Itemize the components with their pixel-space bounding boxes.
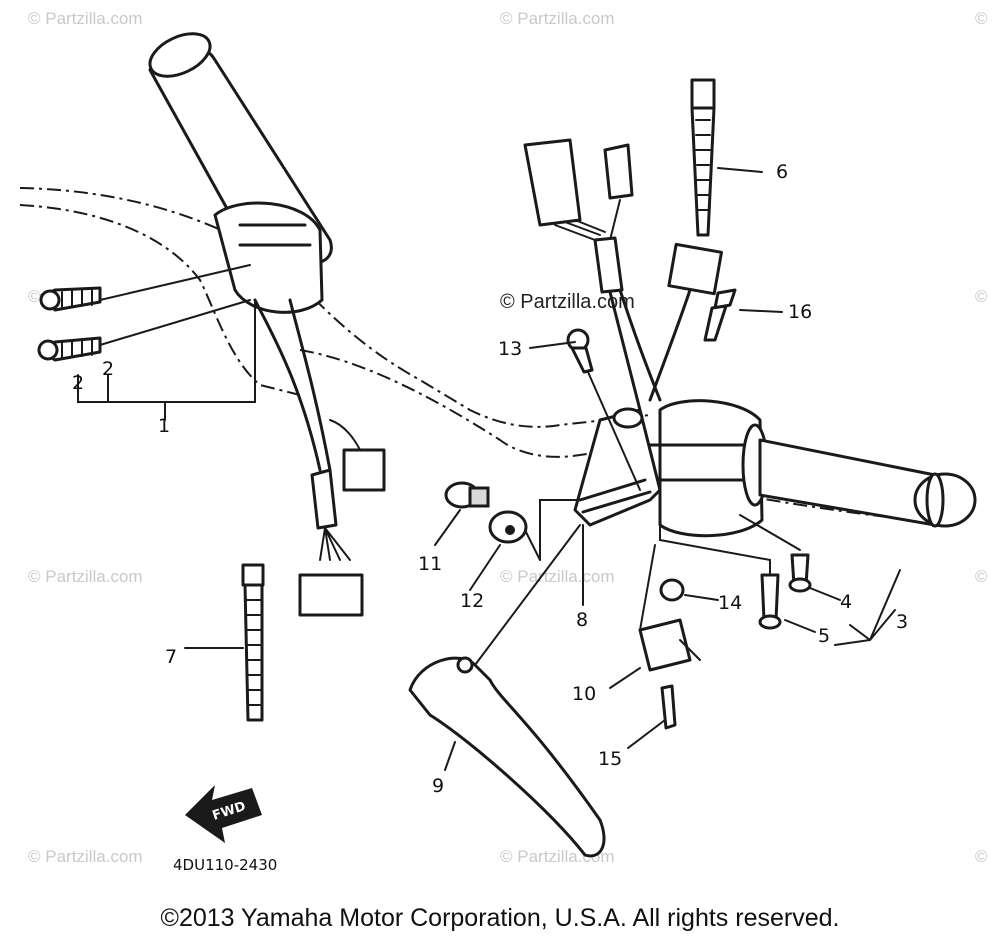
small-parts bbox=[444, 288, 812, 730]
cable-tie-6 bbox=[690, 78, 716, 237]
right-switch-housing bbox=[648, 399, 769, 538]
watermarks: © Partzilla.com © Partzilla.com © © © © … bbox=[28, 9, 988, 866]
callout-16: 16 bbox=[788, 301, 812, 323]
callout-numbers: 1 2 2 3 4 5 6 7 8 9 10 11 12 13 14 15 16 bbox=[72, 161, 908, 797]
callout-14: 14 bbox=[718, 592, 742, 614]
watermark: © Partzilla.com bbox=[28, 9, 143, 28]
callout-11: 11 bbox=[418, 553, 442, 575]
right-grip bbox=[758, 438, 977, 528]
callout-8: 8 bbox=[576, 609, 588, 631]
screws-2 bbox=[37, 264, 251, 362]
callout-7: 7 bbox=[165, 646, 177, 668]
watermark: © bbox=[975, 567, 988, 586]
callout-3: 3 bbox=[896, 611, 908, 633]
left-grip bbox=[148, 32, 333, 314]
callout-5: 5 bbox=[818, 625, 830, 647]
callout-4: 4 bbox=[840, 591, 852, 613]
watermark: © Partzilla.com bbox=[28, 567, 143, 586]
callout-6: 6 bbox=[776, 161, 788, 183]
watermark: © Partzilla.com bbox=[28, 847, 143, 866]
watermark: © Partzilla.com bbox=[500, 9, 615, 28]
cable-tie-7 bbox=[241, 563, 265, 722]
watermark: © bbox=[975, 9, 988, 28]
watermark: © Partzilla.com bbox=[500, 567, 615, 586]
watermark: © bbox=[975, 287, 988, 306]
watermark: © bbox=[28, 287, 41, 306]
watermark-center: © Partzilla.com bbox=[500, 291, 635, 313]
fwd-arrow: FWD bbox=[185, 785, 262, 843]
right-wiring bbox=[523, 138, 723, 412]
callout-2: 2 bbox=[72, 372, 84, 394]
callout-1: 1 bbox=[158, 415, 170, 437]
callout-9: 9 bbox=[432, 775, 444, 797]
callout-10: 10 bbox=[572, 683, 596, 705]
callout-2: 2 bbox=[102, 358, 114, 380]
callout-13: 13 bbox=[498, 338, 522, 360]
diagram-code: 4DU110-2430 bbox=[173, 856, 277, 874]
lever-holder bbox=[573, 407, 662, 527]
clutch-lever-9 bbox=[408, 524, 606, 858]
callout-1-bracket bbox=[77, 299, 256, 421]
leader-lines bbox=[184, 167, 901, 771]
callout-15: 15 bbox=[598, 748, 622, 770]
copyright-notice: ©2013 Yamaha Motor Corporation, U.S.A. A… bbox=[160, 904, 840, 932]
watermark: © bbox=[975, 847, 988, 866]
left-switch-wiring bbox=[253, 298, 386, 617]
callout-12: 12 bbox=[460, 590, 484, 612]
